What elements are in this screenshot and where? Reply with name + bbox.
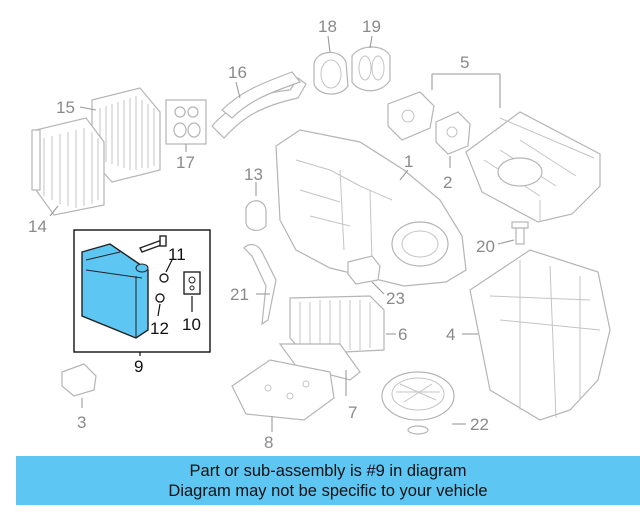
callout-3: 3 <box>77 413 86 432</box>
callout-20: 20 <box>476 237 495 256</box>
part-actuator-5a <box>387 91 435 141</box>
callout-2: 2 <box>443 173 452 192</box>
leader-23 <box>371 281 385 295</box>
part-evaporator[interactable] <box>81 243 149 339</box>
part-tray <box>278 343 361 396</box>
part-bolt-11 <box>139 235 167 253</box>
part-radiator <box>31 117 105 216</box>
part-actuator-13 <box>245 200 267 231</box>
part-blower-motor <box>381 371 455 435</box>
leader-15 <box>79 106 97 111</box>
part-drain-hose <box>243 243 277 326</box>
callout-5: 5 <box>460 53 469 72</box>
leader-14 <box>49 205 59 217</box>
callout-10: 10 <box>182 315 201 334</box>
info-banner: Part or sub-assembly is #9 in diagram Di… <box>16 456 640 505</box>
part-distribution-housing <box>465 111 601 223</box>
callout-6: 6 <box>398 325 407 344</box>
part-lower-plate <box>231 359 335 421</box>
callout-19: 19 <box>362 17 381 36</box>
part-seal-18 <box>313 51 349 95</box>
part-bolt-20 <box>511 221 529 245</box>
callout-8: 8 <box>264 433 273 452</box>
callout-17: 17 <box>176 153 195 172</box>
part-resistor <box>347 255 381 285</box>
banner-line-2: Diagram may not be specific to your vehi… <box>168 482 488 500</box>
leader-16 <box>235 81 241 99</box>
part-clip-3 <box>61 363 97 397</box>
leader-11 <box>165 259 173 273</box>
part-hoses <box>211 71 307 139</box>
part-clip-kit <box>165 99 207 145</box>
leader-20 <box>497 239 515 245</box>
part-o-ring-11 <box>159 273 169 283</box>
part-lower-housing <box>469 249 611 421</box>
highlight-box-9[interactable]: 11 12 10 <box>73 229 211 353</box>
callout-16: 16 <box>228 63 247 82</box>
part-actuator-2 <box>435 111 471 155</box>
callout-7: 7 <box>348 403 357 422</box>
leader-19 <box>369 35 373 49</box>
parts-diagram: 15 14 16 17 18 19 5 <box>28 17 611 452</box>
callout-23: 23 <box>386 289 405 308</box>
leader-18 <box>327 35 331 53</box>
callout-4: 4 <box>446 325 455 344</box>
part-o-ring-12 <box>155 293 165 303</box>
callout-21: 21 <box>230 285 249 304</box>
callout-12: 12 <box>150 319 169 338</box>
callout-18: 18 <box>318 17 337 36</box>
part-heater-housing <box>275 129 467 287</box>
callout-9[interactable]: 9 <box>134 357 143 376</box>
callout-14: 14 <box>28 217 47 236</box>
callout-13: 13 <box>244 165 263 184</box>
callout-15: 15 <box>56 98 75 117</box>
callout-1: 1 <box>404 152 413 171</box>
part-cabin-filter <box>289 295 385 355</box>
banner-line-1: Part or sub-assembly is #9 in diagram <box>189 462 467 480</box>
part-expansion-valve <box>183 271 201 295</box>
callout-11: 11 <box>168 245 186 264</box>
leader-1 <box>399 169 409 181</box>
part-seal-19 <box>351 46 391 92</box>
callout-22: 22 <box>470 415 489 434</box>
leader-5 <box>431 73 501 108</box>
leader-12 <box>157 303 161 317</box>
